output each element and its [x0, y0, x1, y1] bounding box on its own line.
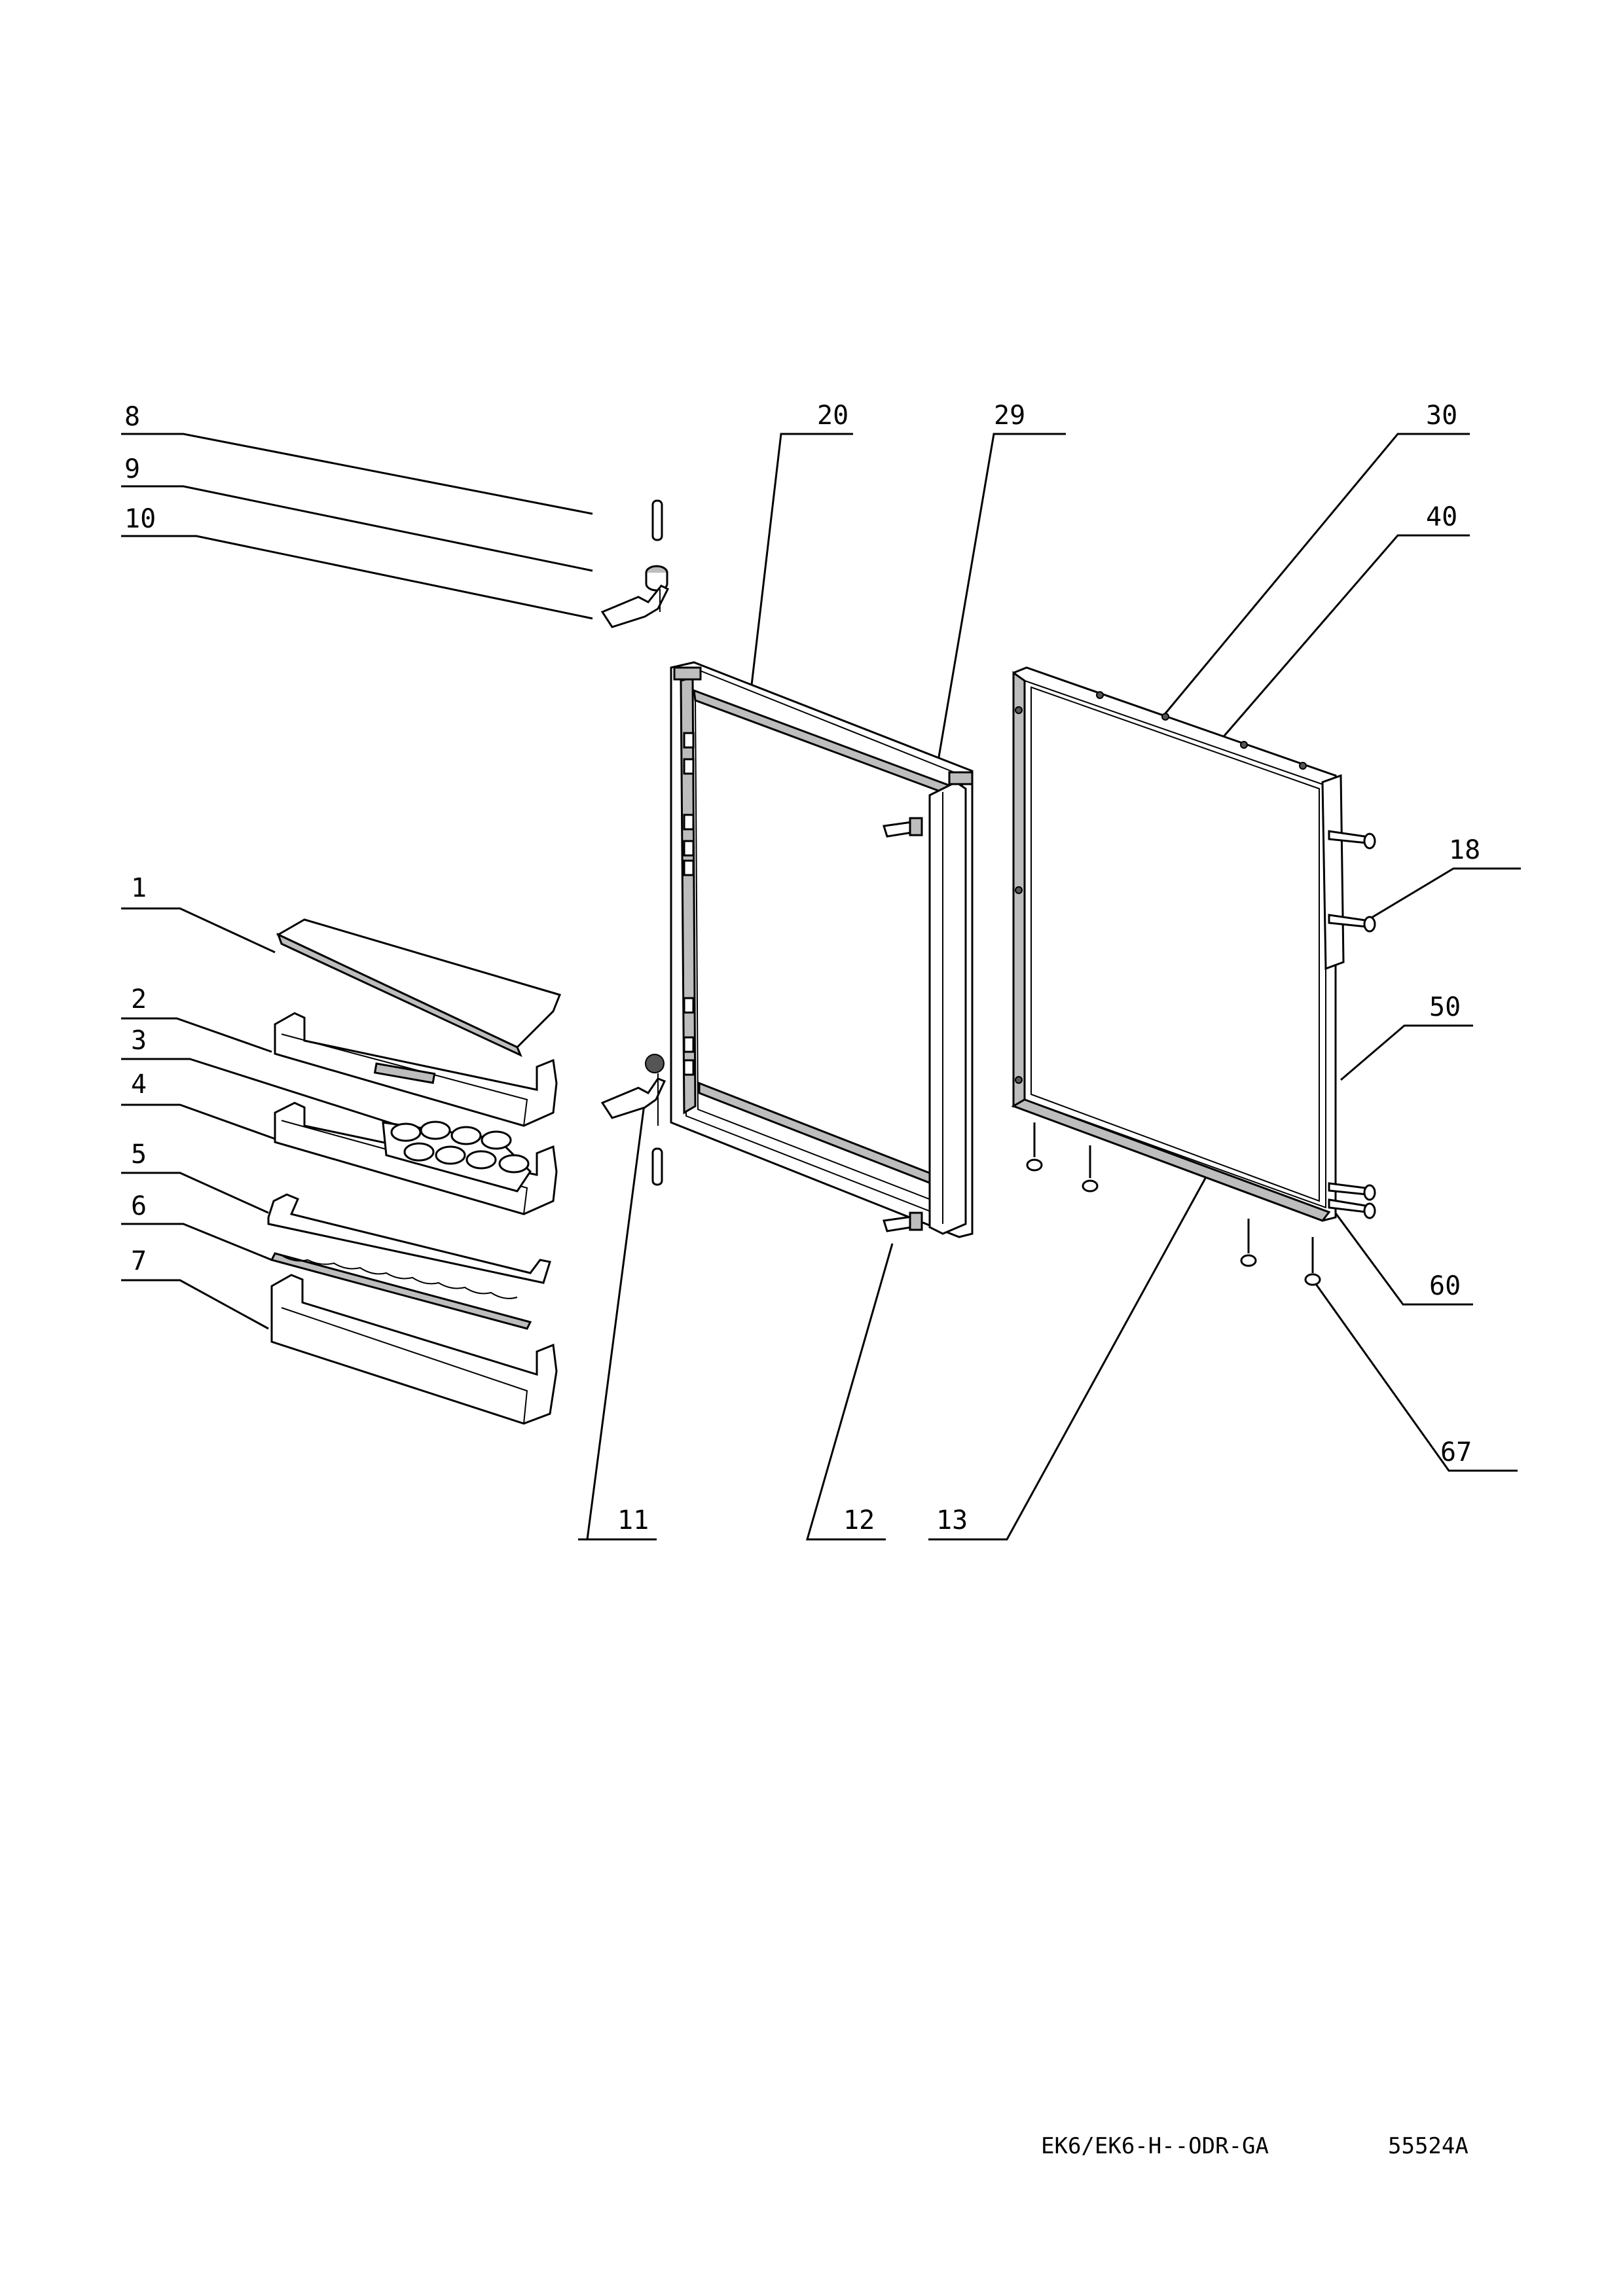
callout-9[interactable]: 9 [121, 454, 593, 572]
bin-rail [267, 1193, 551, 1284]
bottle-retainer [270, 1252, 532, 1330]
callout-10[interactable]: 10 [121, 504, 593, 620]
footer-info: EK6/EK6-H--ODR-GA 55524A [1041, 2133, 1468, 2159]
hinge-bracket-top [600, 584, 670, 628]
callout-6[interactable]: 6 [121, 1191, 272, 1261]
side-screws [1328, 830, 1376, 1219]
outer-door-frame [1011, 666, 1345, 1222]
callout-2[interactable]: 2 [121, 984, 272, 1053]
callout-18[interactable]: 18 [1371, 835, 1521, 919]
callout-7-label: 7 [131, 1246, 147, 1276]
callout-3-label: 3 [131, 1026, 147, 1056]
callout-10-label: 10 [124, 504, 156, 534]
callout-50[interactable]: 50 [1340, 992, 1473, 1081]
callout-12[interactable]: 12 [806, 1243, 894, 1541]
callout-20[interactable]: 20 [739, 401, 853, 786]
callout-11[interactable]: 11 [578, 1099, 657, 1541]
callout-9-label: 9 [124, 454, 140, 484]
door-bin-upper [274, 1012, 558, 1127]
callout-8-label: 8 [124, 402, 140, 432]
callout-4-label: 4 [131, 1069, 147, 1100]
callout-1[interactable]: 1 [121, 873, 276, 954]
hinge-bracket-bottom [600, 1054, 666, 1186]
door-bin-lower [270, 1274, 558, 1425]
callout-6-label: 6 [131, 1191, 147, 1221]
model-code: EK6/EK6-H--ODR-GA [1041, 2133, 1269, 2159]
callout-1-label: 1 [131, 873, 147, 903]
callout-50-label: 50 [1429, 992, 1461, 1022]
callout-40-label: 40 [1426, 502, 1457, 532]
egg-tray [390, 1121, 530, 1174]
callout-12-label: 12 [843, 1505, 875, 1535]
callout-5[interactable]: 5 [121, 1139, 269, 1214]
callout-30-label: 30 [1426, 401, 1457, 431]
callout-13-label: 13 [936, 1505, 968, 1535]
callout-7[interactable]: 7 [121, 1246, 269, 1330]
callout-2-label: 2 [131, 984, 147, 1014]
callout-67[interactable]: 67 [1315, 1283, 1518, 1472]
callout-67-label: 67 [1440, 1437, 1472, 1467]
callout-20-label: 20 [817, 401, 848, 431]
callout-8[interactable]: 8 [121, 402, 593, 515]
callout-5-label: 5 [131, 1139, 147, 1170]
inner-door-panel [670, 661, 974, 1238]
callout-30[interactable]: 30 [1164, 401, 1470, 714]
callout-11-label: 11 [617, 1505, 649, 1535]
callout-18-label: 18 [1449, 835, 1480, 865]
callout-4[interactable]: 4 [121, 1069, 276, 1140]
shelf-cover [276, 918, 562, 1057]
callout-3[interactable]: 3 [121, 1026, 400, 1127]
callout-60-label: 60 [1429, 1271, 1461, 1301]
door-catch-top [883, 817, 923, 838]
door-catch-bottom [883, 1211, 923, 1232]
callout-29-label: 29 [994, 401, 1025, 431]
callout-29[interactable]: 29 [935, 401, 1066, 773]
bottom-screws [1026, 1122, 1321, 1286]
hinge-pin-top [651, 499, 663, 541]
callout-60[interactable]: 60 [1328, 1204, 1473, 1306]
drawing-number: 55524A [1388, 2133, 1468, 2159]
